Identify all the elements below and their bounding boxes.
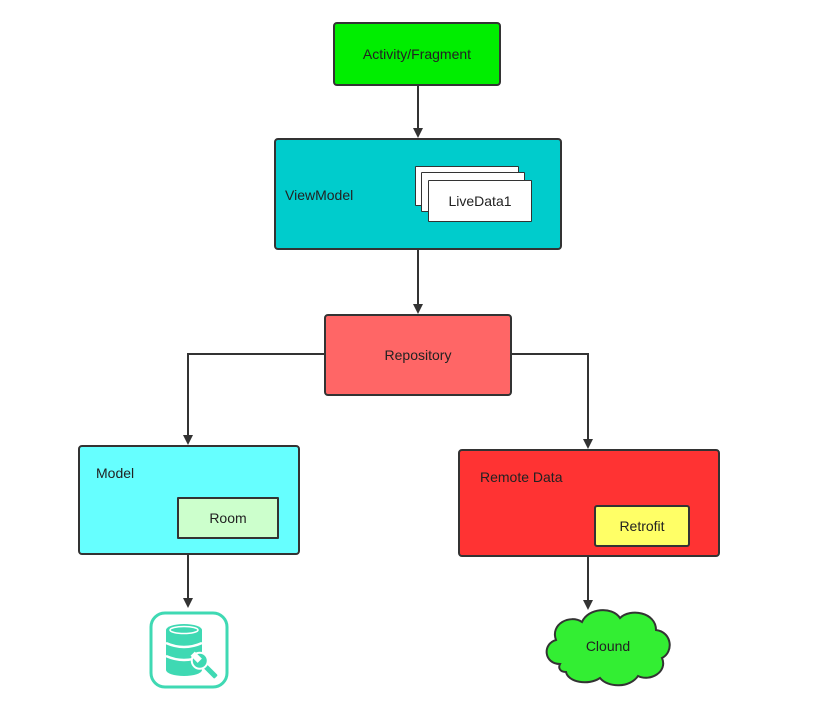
arrow-repository-to-remote [512,353,593,449]
model-label: Model [96,465,135,481]
arrow-repository-to-model [183,353,324,445]
repository-node[interactable]: Repository [324,314,512,396]
room-node[interactable]: Room [177,497,279,539]
cloud-label: Clound [585,638,631,654]
retrofit-node[interactable]: Retrofit [594,505,690,547]
activity-fragment-node[interactable]: Activity/Fragment [333,22,501,86]
cloud-node[interactable]: Clound [538,606,678,688]
cloud-shape [545,609,671,687]
room-label: Room [209,510,247,526]
viewmodel-label: ViewModel [285,187,354,203]
database-wrench-icon [148,610,230,690]
remote-data-label: Remote Data [480,469,563,485]
livedata-card[interactable]: LiveData1 [428,180,532,222]
activity-fragment-label: Activity/Fragment [362,46,472,62]
repository-label: Repository [384,347,452,363]
livedata-label: LiveData1 [448,193,512,209]
retrofit-label: Retrofit [619,518,665,534]
